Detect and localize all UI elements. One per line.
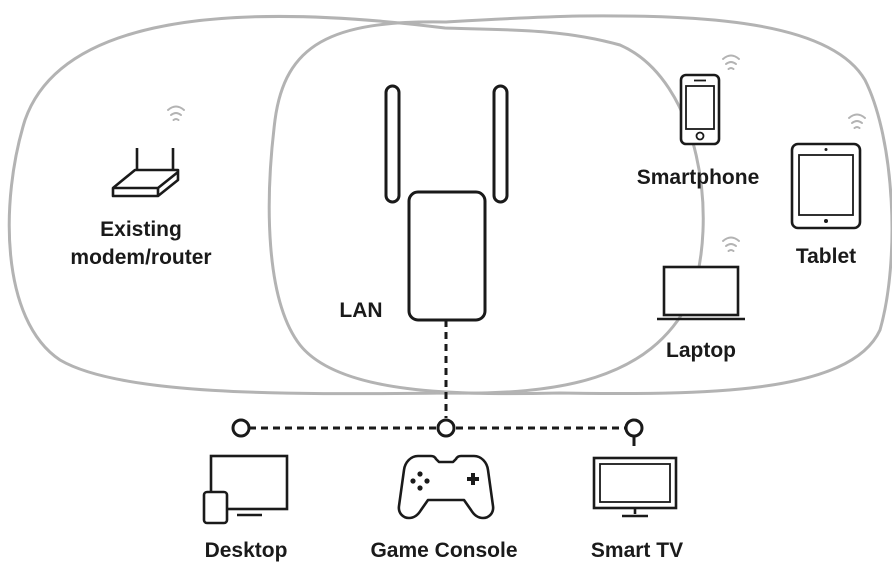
router-label-line1: Existing [100, 218, 182, 241]
extender-icon [384, 84, 509, 322]
lan-connection [249, 320, 626, 430]
extender-coverage-area [267, 14, 892, 396]
tv-icon [592, 456, 678, 518]
router-label-line2: modem/router [70, 246, 211, 269]
game-console-label: Game Console [370, 539, 517, 562]
lan-label: LAN [339, 299, 382, 322]
laptop-icon [657, 265, 745, 321]
gamepad-icon [397, 454, 495, 520]
smartphone-icon [679, 73, 721, 146]
laptop-label: Laptop [666, 339, 736, 362]
router-icon [111, 148, 180, 198]
wifi-icon [722, 54, 740, 70]
desktop-label: Desktop [205, 539, 288, 562]
router-coverage-area [7, 14, 705, 396]
wifi-icon [848, 113, 866, 129]
tablet-icon [790, 142, 862, 230]
lan-node [231, 418, 644, 438]
desktop-icon [202, 454, 289, 525]
wifi-icon [722, 236, 740, 252]
tablet-label: Tablet [796, 245, 856, 268]
wifi-icon [167, 105, 185, 121]
smart-tv-label: Smart TV [591, 539, 683, 562]
smartphone-label: Smartphone [637, 166, 760, 189]
